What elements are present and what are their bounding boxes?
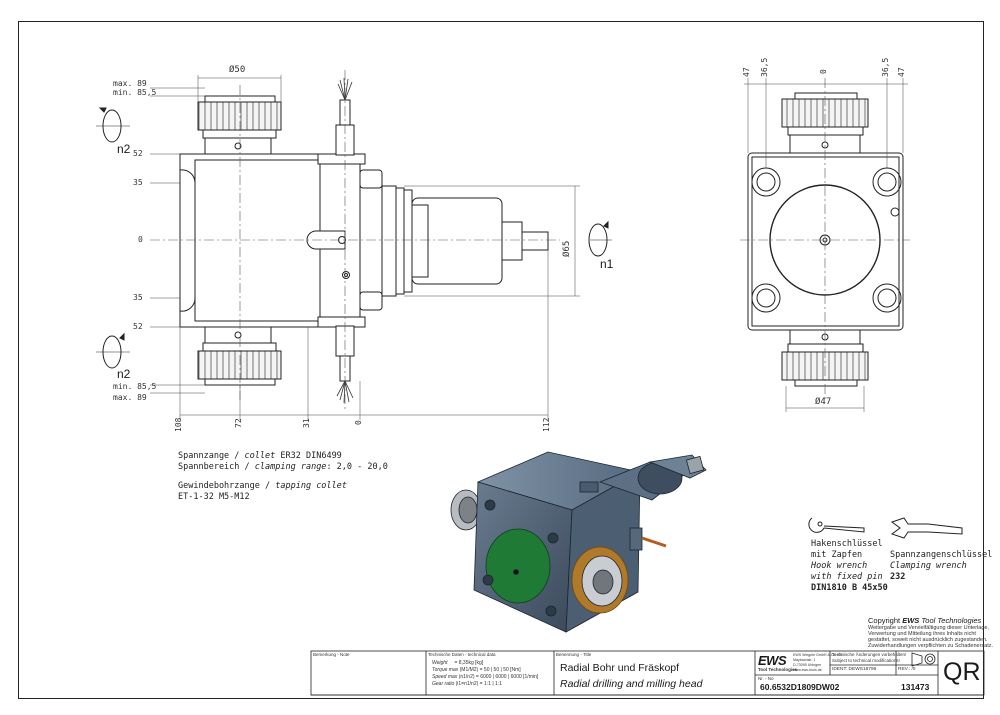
clamp-wrench-en: Clamping wrench: [890, 561, 967, 571]
tb-gear: Gear ratio (i1=n1/n2) = 1:1 | 1:1: [432, 681, 502, 687]
scale-left-35-bottom: 35: [133, 293, 143, 302]
copyright-title: Copyright EWS Tool Technologies: [868, 616, 982, 625]
isometric-render: [450, 451, 707, 633]
dimension-lines-side: [150, 75, 580, 420]
tb-part-number: 60.6532D1809DW02: [760, 682, 840, 692]
center-lines-side: [150, 70, 560, 410]
dimension-lines-front: [744, 78, 908, 412]
projection-symbol-icon: [911, 652, 936, 667]
title-block-grid: [310, 650, 985, 696]
dim-top-min: min. 85,5: [113, 88, 157, 97]
note-tapping-spec: ET-1-32 M5-M12: [178, 492, 250, 502]
scale-left-52-bottom: 52: [133, 322, 143, 331]
note-collet: Spannzange / collet ER32 DIN6499: [178, 451, 342, 461]
tb-company-1: EWS Weigele GmbH & Co. KG: [793, 653, 843, 657]
dim-bottom-max: max. 89: [113, 393, 147, 402]
scale-left-0: 0: [138, 235, 143, 244]
front-dim-0: 0: [819, 69, 828, 74]
clamp-wrench-de: Spannzangenschlüssel: [890, 550, 993, 560]
tb-title-en: Radial drilling and milling head: [560, 678, 703, 690]
scale-bottom-72: 72: [234, 418, 243, 428]
scale-left-35-top: 35: [133, 178, 143, 187]
scale-bottom-31: 31: [302, 418, 311, 428]
tb-drawing-number: 131473: [901, 682, 930, 692]
hook-wrench-spec: DIN1810 B 45x50: [811, 583, 888, 593]
tb-remark-label: Bemerkung - Note: [313, 652, 350, 657]
tb-company-4: www.ews-tools.de: [793, 668, 822, 672]
dim-bottom-min: min. 85,5: [113, 382, 157, 391]
tb-logo: EWS: [758, 653, 787, 668]
tb-weight: Weight = 8,35kg [kg]: [432, 660, 484, 666]
tb-mark: QR: [943, 658, 981, 686]
tb-tech-label: Technische Daten - technical data: [428, 652, 496, 657]
clamp-wrench-spec: 232: [890, 572, 906, 582]
rotation-label-n2-bottom: n2: [117, 367, 131, 381]
front-dim-47-left: 47: [742, 67, 751, 77]
rotation-label-n2-top: n2: [117, 142, 131, 156]
tb-name-label: Benennung - Title: [556, 652, 592, 657]
tb-torque: Torque max (M1/M2) = 50 | 50 | 50 [Nm]: [432, 667, 521, 673]
tb-logo-sub: Tool Technologies: [758, 667, 798, 672]
tb-change-de: Technische Änderungen vorbehalten!: [832, 652, 907, 657]
dim-top-max: max. 89: [113, 79, 147, 88]
scale-bottom-108: 108: [174, 417, 183, 432]
coolant-spray-bottom: [336, 380, 354, 404]
tb-speed: Speed max (n1/n2) = 6000 | 6000 | 6000 […: [432, 674, 539, 680]
drawing-frame: [18, 21, 984, 699]
tb-nr-label: Nr. - No: [758, 676, 774, 681]
tb-title-de: Radial Bohr und Fräskopf: [560, 662, 680, 674]
rotation-label-n1: n1: [600, 257, 614, 271]
front-dim-365-left: 36,5: [760, 57, 769, 77]
copyright-line-4: Zuwiderhandlungen verpflichten zu Schade…: [868, 643, 994, 649]
hook-wrench-de2: mit Zapfen: [811, 550, 863, 560]
rotation-symbols: [96, 107, 612, 369]
hook-wrench-de1: Hakenschlüssel: [811, 539, 883, 549]
front-dim-365-right: 36,5: [881, 57, 890, 77]
scale-left-52-top: 52: [133, 149, 143, 158]
copyright-line-1: Weitergabe und Vervielfältigung dieser U…: [868, 625, 989, 631]
hook-wrench-en1: Hook wrench: [811, 561, 868, 571]
front-view: [747, 92, 904, 387]
note-clamping-range: Spannbereich / clamping range: 2,0 - 20,…: [178, 462, 388, 472]
front-dim-47-right: 47: [897, 67, 906, 77]
tb-company-2: Maybachstr. 1: [793, 658, 816, 662]
hook-wrench-en2: with fixed pin: [811, 572, 883, 582]
center-lines-front: [740, 78, 910, 400]
tb-rev: REV.: /0: [898, 667, 916, 672]
scale-bottom-112: 112: [542, 417, 551, 432]
copyright-line-3: gestattet, soweit nicht ausdrücklich zug…: [868, 637, 988, 643]
front-dim-diameter: Ø47: [815, 397, 832, 407]
dim-diameter-right: Ø65: [562, 240, 572, 257]
tb-ident: IDENT: DEWS16796: [832, 667, 877, 672]
side-view: [179, 95, 549, 386]
dim-diameter-top: Ø50: [229, 65, 246, 75]
note-tapping-collet: Gewindebohrzange / tapping collet: [178, 481, 347, 491]
tb-company-3: D-73095 Uhingen: [793, 663, 822, 667]
copyright-line-2: Verwertung und Mitteilung ihres Inhalts …: [868, 631, 976, 637]
wrench-icons: [808, 517, 963, 539]
tb-change-en: Subject to technical modifications!: [832, 658, 900, 663]
scale-bottom-0: 0: [354, 420, 363, 425]
